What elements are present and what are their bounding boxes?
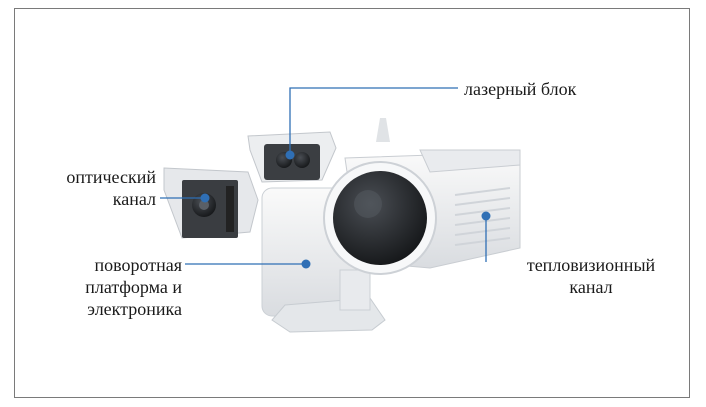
laser-callout-dot xyxy=(285,150,295,160)
optical-callout-dot xyxy=(200,193,210,203)
optical-channel-label-line-2: канал xyxy=(112,189,156,209)
callout-lines xyxy=(160,87,487,265)
platform-callout-dot xyxy=(301,259,311,269)
platform-label: поворотная платформа и электроника xyxy=(44,254,182,320)
optical-channel-label-line-1: оптический xyxy=(66,167,156,187)
platform-label-line-2: платформа и xyxy=(85,277,182,297)
thermal-lens xyxy=(323,161,437,275)
platform-label-line-1: поворотная xyxy=(94,255,182,275)
thermal-channel-label-line-2: канал xyxy=(569,277,613,297)
thermal-channel-label: тепловизионный канал xyxy=(496,254,686,298)
platform-label-line-3: электроника xyxy=(87,299,182,319)
callout-dots xyxy=(200,150,491,269)
laser-unit-label-line: лазерный блок xyxy=(464,79,577,99)
thermal-channel-label-line-1: тепловизионный xyxy=(526,255,656,275)
laser-callout-line xyxy=(289,87,458,152)
thermal-callout-dot xyxy=(481,211,491,221)
optical-channel-label: оптический канал xyxy=(36,166,156,210)
laser-unit-label: лазерный блок xyxy=(464,78,576,100)
optical-housing xyxy=(163,167,259,239)
